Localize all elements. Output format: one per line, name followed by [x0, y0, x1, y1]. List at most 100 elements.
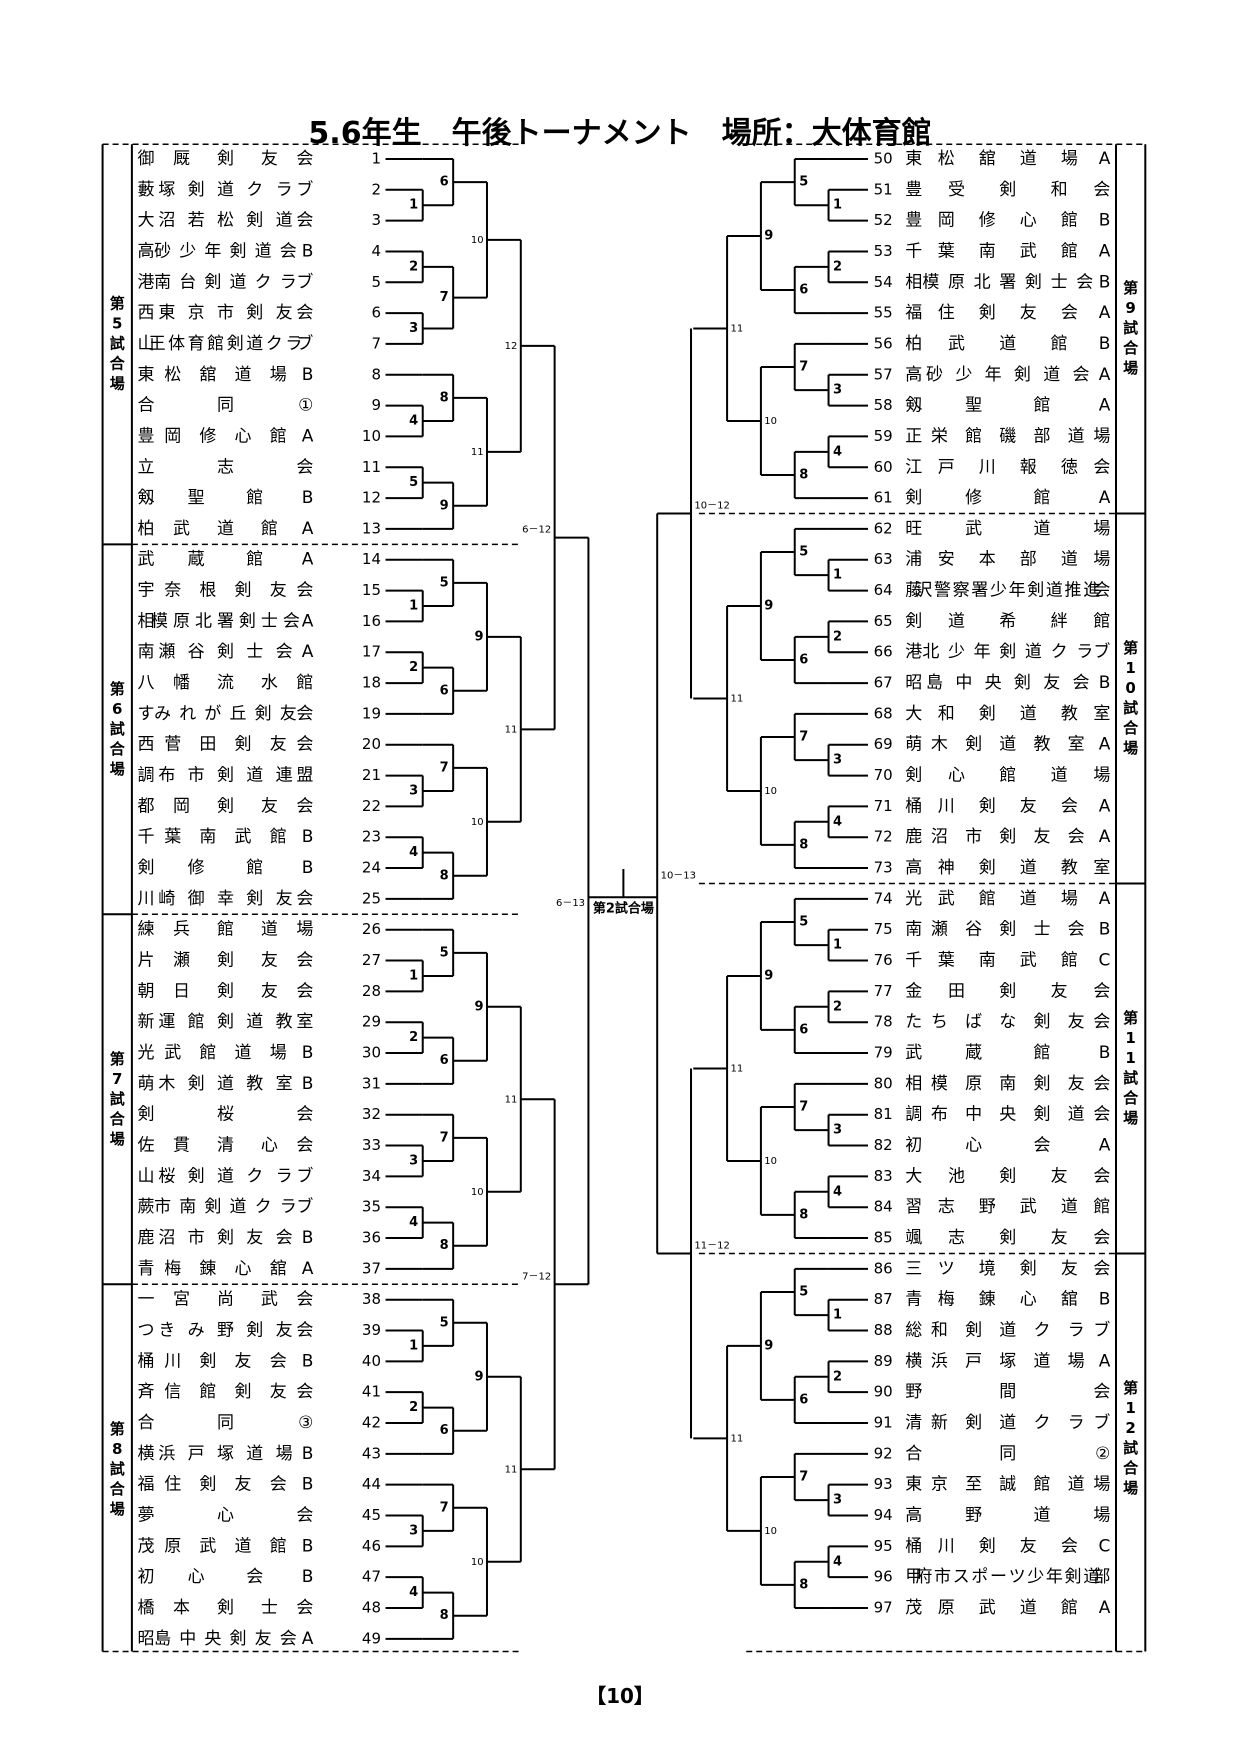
team-name-char: 会 [296, 581, 313, 601]
team-name-char: 旺 [905, 519, 922, 539]
team-name-char: 神 [938, 858, 955, 878]
team-name-char: 心 [235, 426, 252, 446]
team-name-char: 会 [283, 611, 300, 631]
team-name-char: 育 [188, 334, 205, 354]
team-name-char: 桜 [158, 1166, 175, 1186]
team-name-char: 剣 [1033, 1105, 1050, 1125]
court-label-char: 合 [1122, 1089, 1139, 1107]
team-name-char: ラ [285, 334, 302, 354]
team-name-char: 立 [138, 457, 155, 477]
court-label-char: 場 [110, 760, 125, 778]
team-name-char: 館 [999, 766, 1016, 786]
team-name-char: 福 [138, 1475, 155, 1495]
team-name-char: 道 [276, 211, 293, 231]
team-name-char: 松 [938, 149, 955, 169]
team-name-char: 大 [905, 1166, 922, 1186]
team-name-char: 教 [1061, 704, 1078, 724]
team-name-char: 場 [1061, 149, 1078, 169]
team-name-char: 剣 [1033, 1074, 1050, 1094]
team-name-char: 会 [296, 1598, 313, 1618]
team-name-char: 合 [138, 396, 155, 416]
team-name-char: 御 [188, 889, 205, 909]
team-name-char: 心 [235, 1259, 252, 1279]
team-seed-8: 8 [371, 365, 381, 383]
team-name-char: 道 [1020, 1598, 1037, 1618]
team-seed-27: 27 [362, 951, 381, 969]
team-name-char: 武 [905, 1043, 922, 1063]
team-name-char: 会 [296, 735, 313, 755]
court-label-char: 試 [1123, 1439, 1138, 1457]
team-name-char: 会 [296, 303, 313, 323]
team-name-char: 道 [217, 1074, 234, 1094]
team-name-char: 原 [938, 1598, 955, 1618]
team-seed-37: 37 [362, 1259, 381, 1277]
team-name-char: 栄 [931, 426, 948, 446]
team-name-char: 道 [235, 365, 252, 385]
court-label-char: 試 [110, 1090, 125, 1108]
team-name-char: 道 [255, 241, 272, 261]
team-name-char: 剣 [979, 704, 996, 724]
team-name-char: 道 [1025, 642, 1042, 662]
team-name-char: 場 [1093, 1506, 1110, 1526]
team-name-char: 剣 [979, 796, 996, 816]
team-name-char: 舘 [270, 1258, 287, 1279]
team-name-char: 浜 [931, 1351, 948, 1371]
team-name-char: 絆 [1051, 611, 1068, 631]
team-name-char: 道 [230, 1197, 247, 1217]
team-name-char: 場 [1093, 1475, 1110, 1495]
team-name-char: 会 [1093, 457, 1110, 477]
team-name-char: 室 [1068, 735, 1085, 755]
match-number: 7 [440, 1130, 449, 1145]
team-seed-56: 56 [874, 334, 893, 352]
team-name-char: 武 [199, 1536, 216, 1556]
team-seed-17: 17 [362, 643, 381, 661]
team-name-char: 鹿 [905, 827, 922, 847]
team-seed-16: 16 [362, 612, 381, 630]
team-name-char: 剣 [138, 1105, 155, 1125]
team-name-char: 幸 [217, 889, 234, 909]
match-number: 3 [409, 1523, 418, 1538]
court-label-char: 合 [109, 740, 126, 758]
team-name-char: 道 [1033, 519, 1050, 539]
court-label-char: 5 [112, 314, 122, 332]
team-name-char: 剣 [235, 735, 252, 755]
team-name-char: 颯 [905, 1228, 922, 1248]
team-name-char: 剣 [965, 1321, 982, 1341]
team-name-char: 武 [138, 550, 155, 570]
team-name-char: 和 [931, 1321, 948, 1341]
match-number: 5 [440, 575, 449, 590]
match-number: 4 [409, 1585, 418, 1600]
team-name-char: 武 [1020, 241, 1037, 261]
team-name-char: 島 [926, 673, 943, 693]
team-name-char: 会 [1073, 673, 1090, 693]
final-court-label: 第2試合場 [593, 901, 654, 917]
team-name-char: 武 [1020, 1197, 1037, 1217]
team-name-char: B [302, 1444, 314, 1464]
team-name-char: 友 [1051, 1166, 1068, 1186]
team-seed-25: 25 [362, 889, 381, 907]
team-name-char: 道 [217, 180, 234, 200]
team-seed-71: 71 [874, 797, 893, 815]
team-name-char: 本 [173, 1598, 190, 1618]
team-seed-50: 50 [874, 149, 893, 167]
team-seed-75: 75 [874, 920, 893, 938]
team-seed-18: 18 [362, 674, 381, 692]
court-label-char: 1 [1125, 1399, 1135, 1417]
team-name-char: 剣 [239, 611, 256, 631]
court-label-char: 合 [109, 354, 126, 372]
match-number: 2 [409, 1030, 418, 1045]
team-name-char: 道 [217, 519, 234, 539]
match-number: 2 [833, 1369, 842, 1384]
team-name-char: ク [1033, 1321, 1050, 1341]
match-number: 10 [764, 1156, 777, 1167]
team-name-char: 原 [948, 272, 965, 292]
team-name-char: 場 [270, 1043, 287, 1063]
team-name-66: 港北少年剣道クラブ [905, 641, 1110, 662]
team-name-char: 南 [199, 827, 216, 847]
